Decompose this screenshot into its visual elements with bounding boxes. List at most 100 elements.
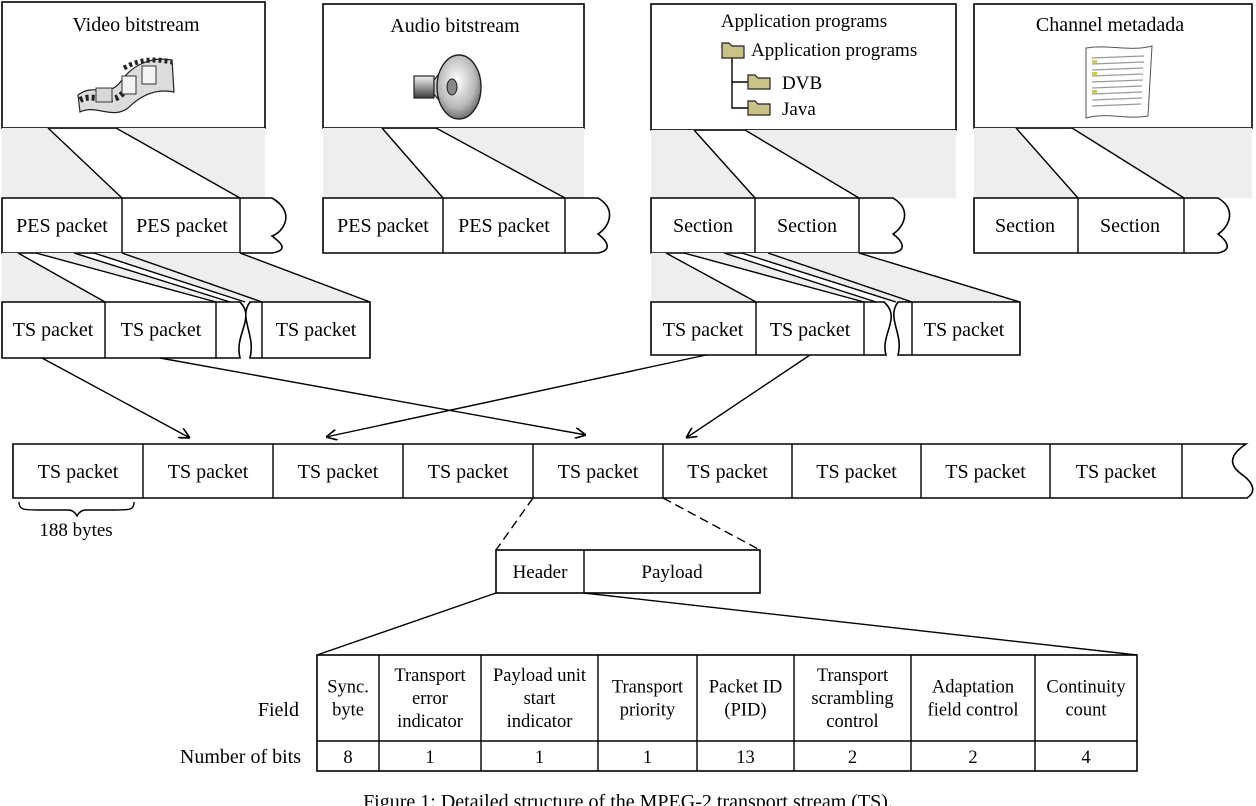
ts-packet-label: TS packet	[770, 319, 851, 341]
field-name-line: Continuity	[1046, 678, 1126, 698]
pes-packet-label: PES packet	[16, 215, 108, 237]
video-ts-row: TS packet TS packet TS packet	[1, 301, 371, 359]
stream-ts-packet-label: TS packet	[168, 461, 249, 483]
stream-ts-packet-label: TS packet	[945, 461, 1026, 483]
payload-label: Payload	[641, 562, 703, 583]
app-tree-child-dvb: DVB	[782, 73, 822, 94]
zoom-lines	[495, 497, 761, 551]
stream-ts-packet-label: TS packet	[428, 461, 509, 483]
app-tree-root: Application programs	[751, 40, 917, 61]
folder-icon	[747, 100, 771, 116]
field-name-line: error	[412, 689, 448, 709]
field-name-line: Packet ID	[709, 678, 782, 698]
field-name-line: start	[524, 689, 557, 709]
channel-source-label: Channel metadada	[1036, 14, 1184, 36]
field-bits-value: 2	[968, 748, 977, 768]
header-field-table: Field Number of bits Sync. byte 8 Transport…	[180, 654, 1138, 772]
film-icon	[77, 57, 175, 114]
ts-packet-label: TS packet	[121, 319, 202, 341]
video-source-box: Video bitstream	[1, 1, 266, 129]
field-name-line: field control	[928, 701, 1019, 721]
field-bits-value: 4	[1081, 748, 1090, 768]
field-bits-value: 2	[848, 748, 857, 768]
stream-ts-packet-label: TS packet	[38, 461, 119, 483]
application-source-label: Application programs	[721, 11, 887, 32]
speaker-icon	[413, 54, 482, 120]
arrow-video-ts2	[159, 357, 586, 435]
transport-stream-row: TS packet TS packet TS packet TS packet TS p…	[12, 443, 1254, 499]
section-to-ts-expansion	[651, 252, 1021, 303]
section-label: Section	[673, 215, 733, 237]
header-label: Header	[513, 562, 569, 583]
document-icon	[1085, 45, 1153, 119]
field-name-line: Transport	[612, 678, 684, 698]
field-name-line: indicator	[397, 712, 463, 732]
pes-to-ts-expansion	[2, 252, 371, 303]
application-ts-row: TS packet TS packet TS packet	[650, 301, 1021, 356]
video-source-label: Video bitstream	[72, 14, 200, 36]
pes-packet-label: PES packet	[337, 215, 429, 237]
video-to-pes-expansion	[2, 127, 265, 199]
field-name-line: indicator	[507, 712, 573, 732]
field-name-line: Adaptation	[932, 678, 1014, 698]
stream-ts-packet-label: TS packet	[1076, 461, 1157, 483]
field-row-label: Field	[258, 699, 299, 721]
section-label: Section	[777, 215, 837, 237]
stream-ts-packet-label: TS packet	[298, 461, 379, 483]
stream-ts-packet-label: TS packet	[816, 461, 897, 483]
video-pes-row: PES packet PES packet	[1, 197, 287, 254]
audio-source-label: Audio bitstream	[390, 15, 520, 37]
field-bits-value: 1	[425, 748, 434, 768]
field-name-line: Sync.	[327, 678, 369, 698]
app-tree-child-java: Java	[782, 99, 816, 120]
stream-ts-packet-label: TS packet	[687, 461, 768, 483]
audio-to-pes-expansion	[323, 127, 584, 199]
audio-pes-row: PES packet PES packet	[322, 197, 611, 254]
field-name-line: count	[1065, 701, 1107, 721]
audio-source-box: Audio bitstream	[322, 3, 585, 129]
application-section-row: Section Section	[650, 197, 906, 254]
field-bits-value: 1	[643, 748, 652, 768]
field-name-line: (PID)	[724, 701, 766, 721]
field-bits-value: 1	[535, 748, 544, 768]
header-payload-box: Header Payload	[495, 549, 761, 594]
stream-cells: TS packet TS packet TS packet TS packet TS p…	[38, 444, 1183, 498]
pes-packet-label: PES packet	[136, 215, 228, 237]
ts-packet-label: TS packet	[924, 319, 1005, 341]
ts-packet-label: TS packet	[13, 319, 94, 341]
section-label: Section	[995, 215, 1055, 237]
folder-icon	[747, 74, 771, 90]
header-to-table-expansion	[316, 592, 1138, 656]
bytes-brace: 188 bytes	[18, 501, 135, 541]
section-label: Section	[1100, 215, 1160, 237]
arrow-app-ts2	[686, 354, 811, 438]
pes-packet-label: PES packet	[458, 215, 550, 237]
channel-source-box: Channel metadada	[973, 3, 1253, 129]
field-name-line: Transport	[817, 666, 889, 686]
multiplex-arrows	[41, 354, 811, 438]
bits-row-label: Number of bits	[180, 746, 301, 768]
folder-tree: Application programs DVB Java	[721, 40, 917, 120]
arrow-video-ts1	[41, 357, 190, 438]
field-name-line: byte	[332, 701, 364, 721]
folder-icon	[721, 42, 745, 59]
bytes-label: 188 bytes	[39, 520, 112, 541]
application-source-box: Application programs Application program…	[650, 3, 957, 131]
field-bits-value: 13	[736, 748, 755, 768]
table-cells: Sync. byte 8 Transport error indicator 1 Payloa…	[327, 655, 1126, 771]
channel-section-row: Section Section	[973, 197, 1231, 254]
field-name-line: priority	[620, 701, 676, 721]
field-name-line: Transport	[394, 666, 466, 686]
field-name-line: control	[826, 712, 878, 732]
figure-caption: Figure 1: Detailed structure of the MPEG…	[363, 791, 893, 806]
ts-packet-label: TS packet	[663, 319, 744, 341]
field-bits-value: 8	[343, 748, 352, 768]
stream-ts-packet-label: TS packet	[558, 461, 639, 483]
field-name-line: Payload unit	[493, 666, 587, 686]
ts-packet-label: TS packet	[276, 319, 357, 341]
application-to-section-expansion	[651, 129, 956, 199]
field-name-line: scrambling	[811, 689, 893, 709]
arrow-app-ts1	[326, 354, 707, 437]
channel-to-section-expansion	[974, 127, 1252, 199]
